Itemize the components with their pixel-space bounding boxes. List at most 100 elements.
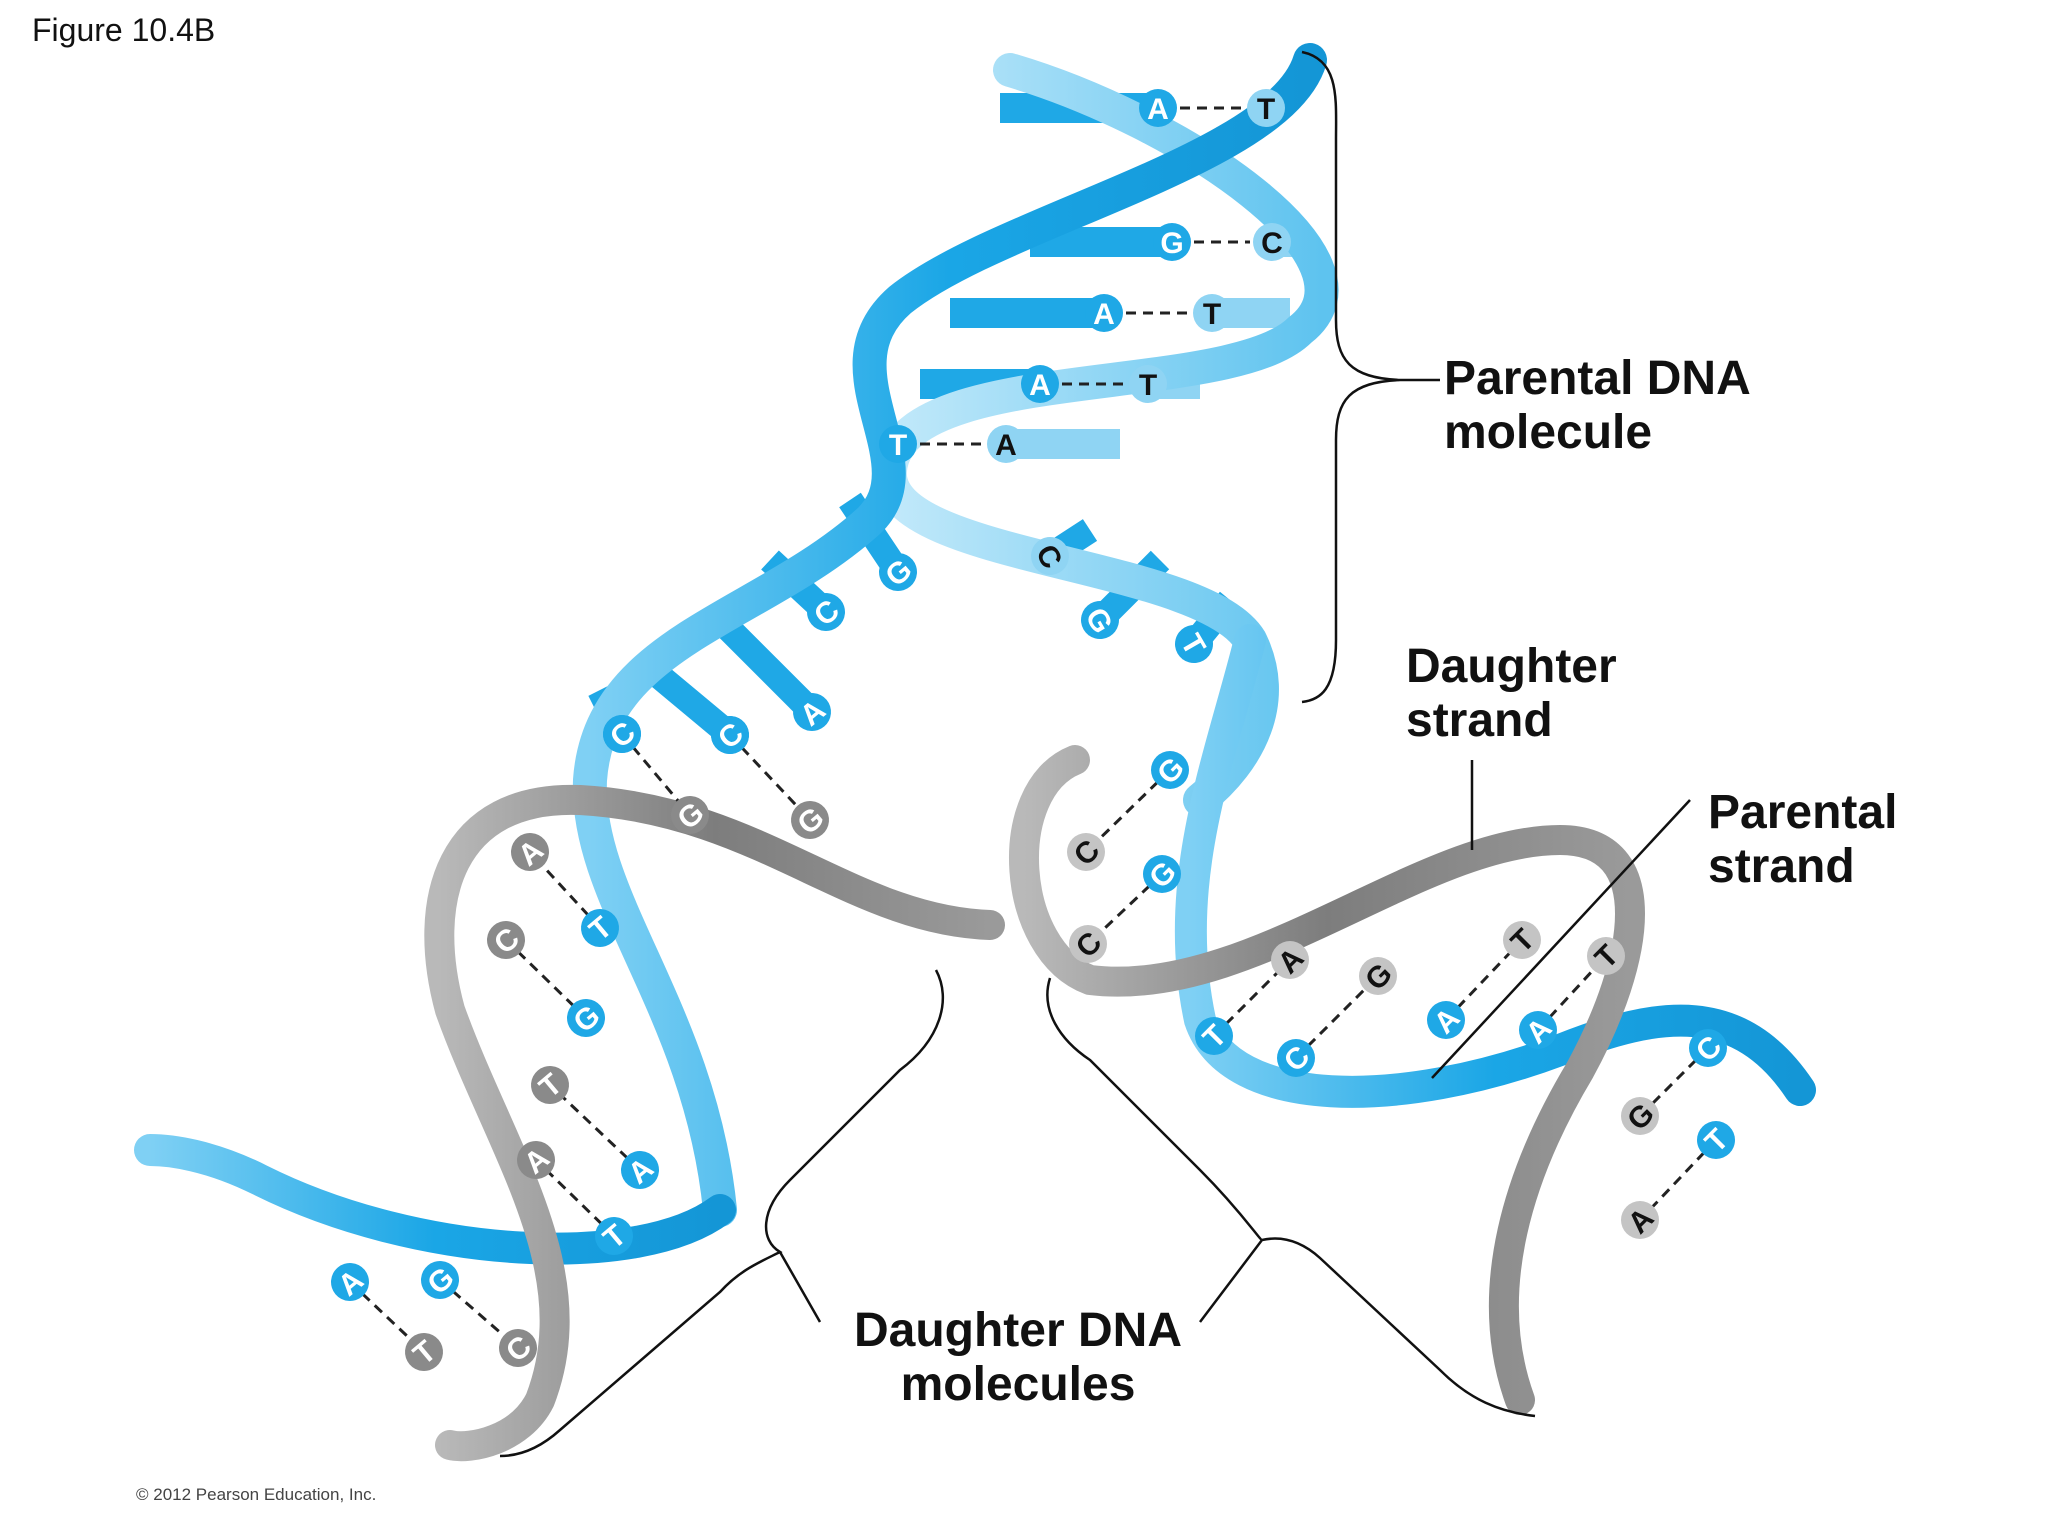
fork-right-base-0-badge <box>1031 537 1069 575</box>
top-base-right-2-group: T <box>1193 294 1231 332</box>
left-parent-base-0-group: C <box>603 715 642 755</box>
right-daughter-base-3-badge <box>1359 957 1397 995</box>
left-parent-base-6-group: G <box>421 1261 461 1301</box>
fork-left-base-2-group: A <box>793 693 832 733</box>
top-base-right-3-badge <box>1129 365 1167 403</box>
left-daughter-base-2-group: T <box>531 1066 569 1105</box>
fork-right-base-1-badge <box>1081 601 1119 639</box>
daughter-dna-label-line2: molecules <box>900 1358 1136 1411</box>
daughter-backbone-left <box>424 784 1005 1462</box>
parental-backbone-right-lower <box>1174 624 1816 1108</box>
right-hbond-3 <box>1294 974 1380 1060</box>
top-base-right-1-badge <box>1253 223 1291 261</box>
fork-right-base-1-group: G <box>1079 601 1119 639</box>
top-base-right-2: T <box>1203 298 1221 331</box>
left-parent-base-4-badge <box>581 909 619 947</box>
right-daughter-base-6-group: G <box>1621 1097 1661 1137</box>
left-daughter-base-4-group: A <box>511 833 550 873</box>
top-base-left-1: G <box>1160 227 1183 260</box>
left-daughter-base-2-badge <box>531 1066 569 1104</box>
fork-right-base-0-group: C <box>1029 537 1069 575</box>
parental-backbone-left-lower <box>134 1134 736 1265</box>
right-daughter-base-4-badge <box>1503 921 1541 959</box>
top-base-right-4: A <box>995 429 1017 462</box>
daughter-backbone-right <box>1009 745 1645 1415</box>
top-base-left-3-badge <box>1021 365 1059 403</box>
top-base-right-2-badge <box>1193 294 1231 332</box>
parental-strand-label-line2: strand <box>1708 840 1855 893</box>
top-base-left-0-badge <box>1139 89 1177 127</box>
right-daughter-base-7-group: A <box>1621 1201 1660 1240</box>
left-daughter-base-7-group: T <box>405 1333 443 1372</box>
right-daughter-base-2-badge <box>1271 941 1309 979</box>
right-daughter-base-0-badge <box>1067 833 1105 871</box>
left-parent-base-4-group: T <box>581 909 619 948</box>
left-daughter-base-5-badge <box>517 1141 555 1179</box>
figure-title: Figure 10.4B <box>32 12 216 48</box>
top-base-left-0-group: A <box>1139 89 1177 127</box>
top-base-left-2-group: A <box>1085 294 1123 332</box>
fork-right-base-2-badge <box>1175 625 1213 663</box>
daughter-strand-label: Daughter strand <box>1406 640 1617 748</box>
right-parent-base-2-badge <box>1195 1017 1233 1055</box>
copyright-notice: © 2012 Pearson Education, Inc. <box>136 1485 377 1504</box>
top-base-right-3-group: T <box>1129 365 1167 403</box>
top-base-right-0-group: T <box>1247 89 1285 127</box>
parental-dna-label: Parental DNA molecule <box>1444 352 1751 460</box>
parental-dna-bracket <box>1301 50 1440 704</box>
right-parent-base-5-badge <box>1519 1011 1557 1049</box>
parental-strand-label: Parental strand <box>1708 786 1897 894</box>
right-daughter-base-3-group: G <box>1359 957 1399 997</box>
left-parent-base-5-badge <box>595 1217 633 1255</box>
parental-strand-leader <box>1431 799 1691 1079</box>
left-parent-base-6-badge <box>421 1261 459 1299</box>
top-base-left-4-group: T <box>879 425 917 463</box>
top-base-left-2-badge <box>1085 294 1123 332</box>
top-base-right-0-badge <box>1247 89 1285 127</box>
right-parent-base-6-badge <box>1689 1029 1727 1067</box>
right-daughter-base-6-badge <box>1621 1097 1659 1135</box>
left-daughter-base-4-badge <box>511 833 549 871</box>
top-base-right-4-badge <box>987 425 1025 463</box>
top-base-left-3-group: A <box>1021 365 1059 403</box>
left-hbond-1 <box>728 733 812 822</box>
top-base-right-1: C <box>1261 227 1283 260</box>
daughter-strand-label-line1: Daughter <box>1406 640 1617 693</box>
parental-backbone-front <box>572 43 1327 1227</box>
top-base-left-4-badge <box>879 425 917 463</box>
left-parent-base-7-badge <box>331 1263 369 1301</box>
right-parent-base-0-badge <box>1151 751 1189 789</box>
left-daughter-base-3-group: C <box>487 921 526 961</box>
left-parent-base-5-group: T <box>595 1217 633 1256</box>
top-base-right-1-group: C <box>1253 223 1291 261</box>
top-base-left-0: A <box>1147 93 1169 126</box>
left-parent-base-0-badge <box>603 715 641 753</box>
top-base-left-1-badge <box>1153 223 1191 261</box>
left-daughter-base-0-badge <box>671 796 709 834</box>
top-base-right-3: T <box>1139 369 1157 402</box>
parental-strand-label-line1: Parental <box>1708 786 1898 839</box>
right-hbond-0 <box>1084 768 1172 854</box>
right-daughter-base-5-group: T <box>1587 937 1625 975</box>
left-hbond-2 <box>548 1083 642 1172</box>
top-base-left-4: T <box>889 429 907 462</box>
fork-left-base-0-group: G <box>879 553 919 593</box>
top-base-left-2: A <box>1093 298 1115 331</box>
right-parent-base-7-badge <box>1697 1121 1735 1159</box>
left-daughter-base-3-badge <box>487 921 525 959</box>
parental-dna-label-line1: Parental DNA <box>1444 352 1751 405</box>
right-parent-base-3-badge <box>1277 1039 1315 1077</box>
right-parent-base-2-group: T <box>1195 1017 1233 1055</box>
parental-dna-label-line2: molecule <box>1444 406 1653 459</box>
fork-left-base-0-badge <box>879 553 917 591</box>
right-parent-base-1-badge <box>1143 855 1181 893</box>
fork-left-rung-2 <box>710 610 822 722</box>
top-base-right-0: T <box>1257 93 1275 126</box>
right-daughter-base-5-badge <box>1587 937 1625 975</box>
left-daughter-base-1-badge <box>791 801 829 839</box>
daughter-strand-label-line2: strand <box>1406 694 1553 747</box>
fork-left-base-1-badge <box>807 593 845 631</box>
fork-right-base-2-group: T <box>1174 625 1213 663</box>
top-base-left-3: A <box>1029 369 1051 402</box>
